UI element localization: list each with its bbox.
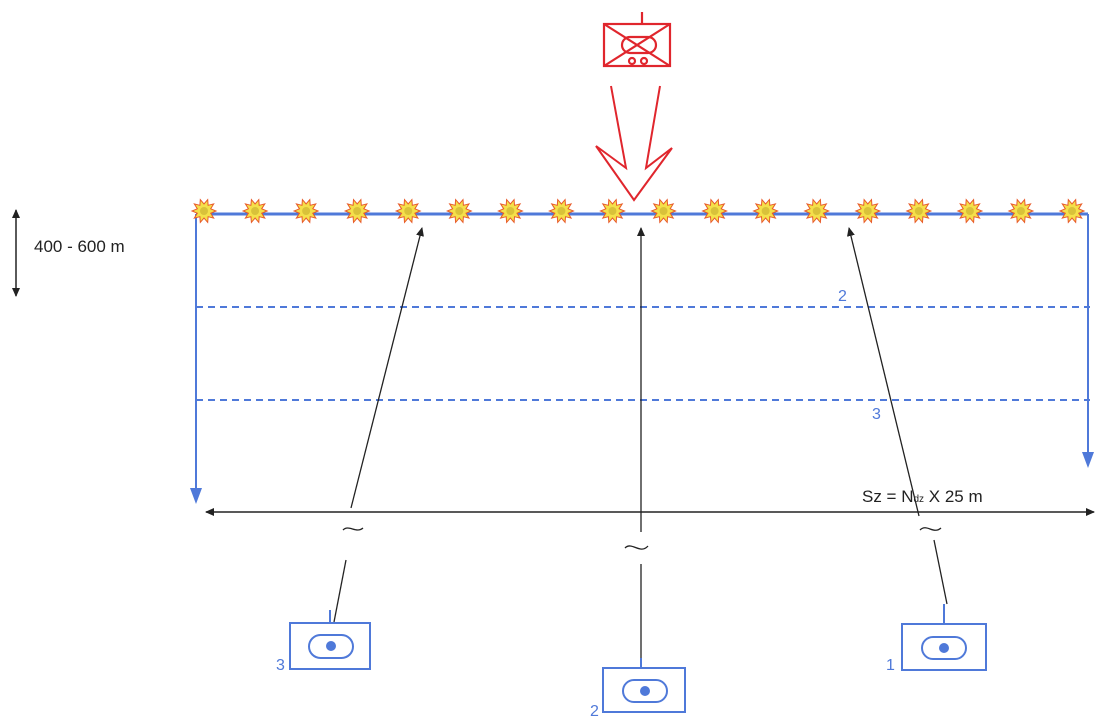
explosion-icon (1007, 198, 1035, 224)
explosion-icon (905, 198, 933, 224)
explosion-icon (292, 198, 320, 224)
explosion-icon (343, 198, 371, 224)
unit-number-1: 1 (886, 657, 895, 674)
explosion-markers (190, 198, 1086, 224)
friendly-unit-icon-2 (602, 658, 686, 713)
unit-3-fire-line (333, 227, 424, 623)
explosion-icon (548, 198, 575, 224)
fire-line (190, 212, 1094, 504)
explosion-icon (701, 198, 728, 224)
explosion-icon (854, 198, 882, 224)
explosion-icon (445, 198, 473, 224)
friendly-unit-icon-3 (289, 610, 371, 670)
explosion-icon (599, 198, 626, 224)
unit-number-2: 2 (590, 703, 599, 720)
explosion-icon (394, 198, 422, 224)
line-label-2: 2 (838, 288, 847, 305)
explosion-icon (803, 198, 831, 224)
attack-direction-arrow (595, 85, 673, 202)
line-label-3: 3 (872, 406, 881, 423)
friendly-unit-icon-1 (901, 604, 987, 671)
explosion-icon (190, 198, 218, 224)
explosion-icon (956, 198, 984, 224)
unit-number-3: 3 (276, 657, 285, 674)
explosion-icon (650, 198, 677, 224)
unit-1-fire-line (847, 227, 948, 605)
explosion-icon (241, 198, 269, 224)
explosion-icon (1058, 198, 1086, 224)
width-formula: Sz = Ndz X 25 m (862, 487, 983, 506)
explosion-icon (497, 198, 524, 224)
depth-annotation: 400 - 600 m (34, 237, 125, 256)
explosion-icon (752, 198, 779, 224)
unit-2-fire-line (624, 227, 649, 658)
enemy-tracked-unit-icon (602, 12, 672, 68)
